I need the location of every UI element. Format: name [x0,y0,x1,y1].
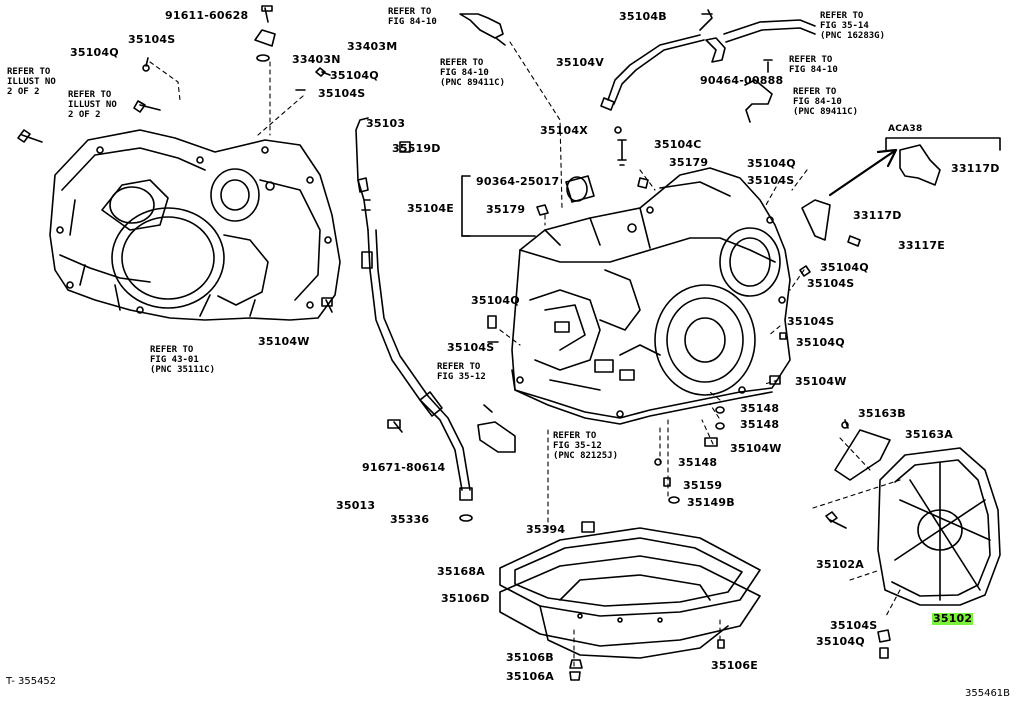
part-label[interactable]: 35104W [258,335,310,348]
part-label[interactable]: 33117E [898,239,945,252]
part-label[interactable]: 35103 [366,117,406,130]
part-label[interactable]: 35104S [830,619,878,632]
part-label[interactable]: 35104W [795,375,847,388]
part-label[interactable]: 35104Q [330,69,379,82]
part-label[interactable]: 35106E [711,659,758,672]
part-label[interactable]: 35104W [730,442,782,455]
refer-note: REFER TO FIG 84-10 [388,7,437,27]
part-label[interactable]: 35104Q [796,336,845,349]
dipstick-tube-drawing [355,117,473,522]
part-label[interactable]: 35104Q [816,635,865,648]
part-label[interactable]: 35106D [441,592,490,605]
part-label[interactable]: 33403N [292,53,341,66]
part-label[interactable]: 35149B [687,496,735,509]
part-label[interactable]: 35104S [128,33,176,46]
part-label[interactable]: 35179 [669,156,709,169]
refer-note: REFER TO ILLUST NO 2 OF 2 [68,90,117,120]
refer-note: REFER TO FIG 43-01 (PNC 35111C) [150,345,216,375]
part-label[interactable]: 33117D [951,162,1000,175]
part-label[interactable]: 35163B [858,407,906,420]
part-label[interactable]: 90464-00888 [700,74,784,87]
part-label[interactable]: 35148 [740,418,780,431]
part-label[interactable]: 35104S [787,315,835,328]
part-label[interactable]: 35104S [747,174,795,187]
part-label[interactable]: 35104S [807,277,855,290]
part-label[interactable]: 90364-25017 [476,175,560,188]
part-label[interactable]: 35179 [486,203,526,216]
part-label[interactable]: 35104Q [70,46,119,59]
part-label[interactable]: 35104Q [820,261,869,274]
part-label[interactable]: 35106B [506,651,554,664]
transaxle-case-drawing [511,167,791,425]
part-label[interactable]: 35148 [678,456,718,469]
part-label[interactable]: 35519D [392,142,441,155]
part-label[interactable]: 35104Q [747,157,796,170]
refer-note: REFER TO ILLUST NO 2 OF 2 [7,67,56,97]
part-label[interactable]: 35159 [683,479,723,492]
refer-note: REFER TO FIG 35-14 (PNC 16283G) [820,11,886,41]
case-cover-drawing [825,419,1001,659]
part-label[interactable]: 35168A [437,565,485,578]
part-label[interactable]: 35148 [740,402,780,415]
refer-note: REFER TO FIG 84-10 (PNC 89411C) [793,87,859,117]
part-label[interactable]: 35104Q [471,294,520,307]
part-label[interactable]: 35336 [390,513,430,526]
refer-note: REFER TO FIG 84-10 (PNC 89411C) [440,58,506,88]
part-label[interactable]: 35104V [556,56,604,69]
refer-note: REFER TO FIG 35-12 (PNC 82125J) [553,431,619,461]
part-label[interactable]: 35013 [336,499,376,512]
part-label[interactable]: 33403M [347,40,398,53]
part-label[interactable]: 91671-80614 [362,461,446,474]
part-label-highlighted[interactable]: 35102 [932,612,974,625]
transaxle-housing-drawing [49,129,341,321]
part-label[interactable]: 35394 [526,523,566,536]
part-label[interactable]: 35104C [654,138,702,151]
part-label[interactable]: 35104B [619,10,667,23]
refer-note: REFER TO FIG 84-10 [789,55,838,75]
part-label[interactable]: 35106A [506,670,554,683]
part-label[interactable]: 35104X [540,124,588,137]
footer-right-code: 355461B [965,688,1011,699]
refer-note: REFER TO FIG 35-12 [437,362,486,382]
part-label[interactable]: 35104S [318,87,366,100]
part-label[interactable]: 33117D [853,209,902,222]
part-label[interactable]: 35104E [407,202,454,215]
part-label[interactable]: 35163A [905,428,953,441]
part-label[interactable]: 35102A [816,558,864,571]
part-label[interactable]: 91611-60628 [165,9,249,22]
part-label[interactable]: 35104S [447,341,495,354]
footer-left-code: T- 355452 [6,676,57,687]
variant-tag: ACA38 [888,124,923,134]
oil-pan-drawing [499,521,761,681]
